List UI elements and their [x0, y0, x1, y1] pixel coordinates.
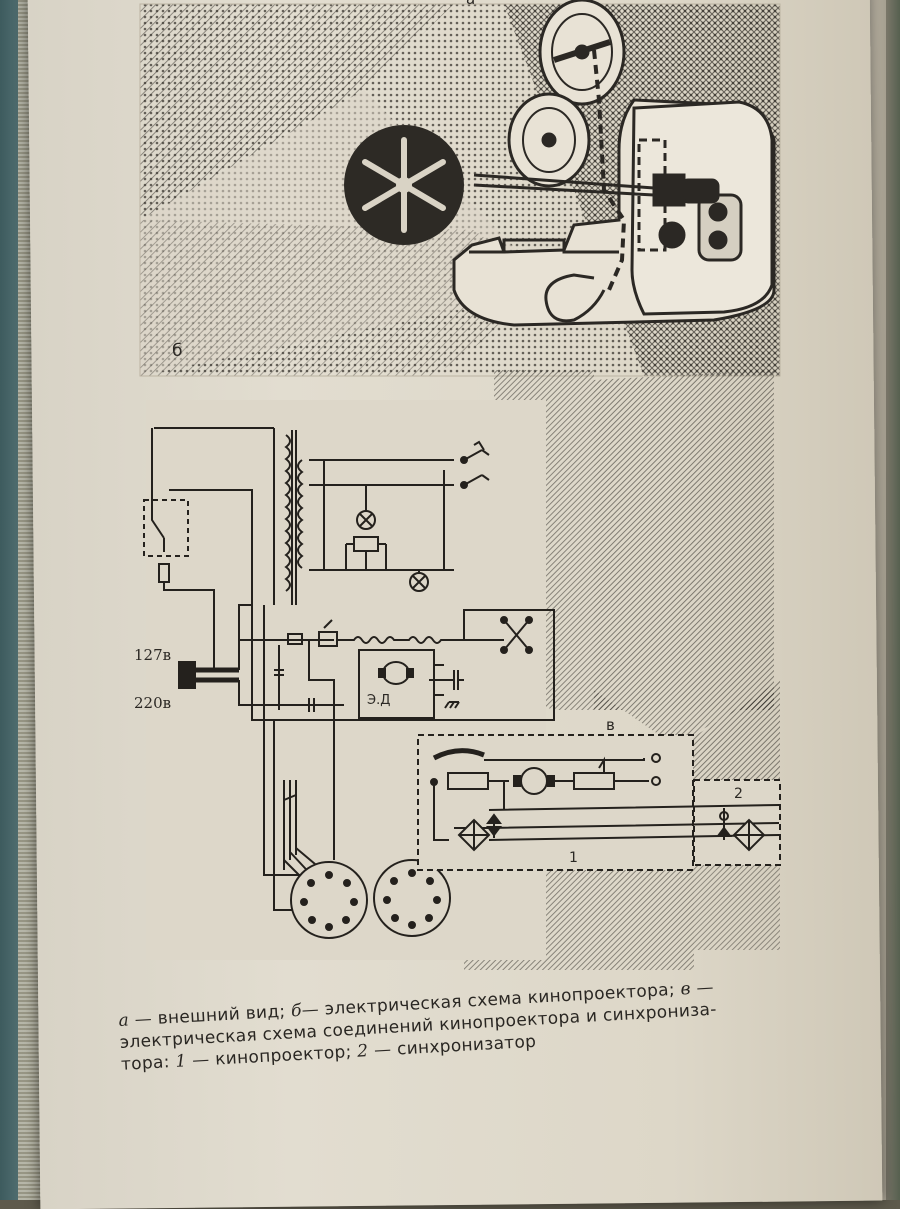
fuse-switch-box [143, 499, 189, 557]
panel-v-schematic: в 1 2 [417, 716, 781, 871]
electric-motor-icon [382, 661, 410, 685]
photo-sensor-2-icon [732, 818, 766, 852]
connector-socket-1-icon [290, 861, 368, 939]
projector-body-icon [630, 100, 774, 316]
panel-b-label: б [172, 341, 182, 361]
voltage-127-label: 127в [134, 646, 171, 664]
photo-sensor-1-icon [457, 818, 491, 852]
film-reel-screen-icon [344, 125, 464, 245]
unit-2-label: 2 [734, 786, 743, 802]
unit-1-label: 1 [569, 850, 578, 866]
terminal-2-icon [651, 776, 661, 786]
selector-switch-icon [460, 440, 490, 489]
projector-icon [452, 0, 776, 327]
panel-a-illustration: а б [139, 0, 781, 377]
panel-a-label: а [466, 0, 475, 8]
terminal-1-icon [651, 753, 661, 763]
transformer-secondary-coils [297, 459, 304, 569]
caption-line3-start: тора: [120, 1051, 176, 1075]
right-book-cover [886, 0, 900, 1200]
panel-b-schematic: 127в 220в Э.Д [134, 400, 555, 960]
motor-label: Э.Д [367, 693, 390, 708]
panel-v-label: в [606, 716, 615, 734]
lower-reel-icon [507, 92, 591, 188]
transformer-primary-coils [284, 434, 291, 592]
caption-v-text: — [690, 977, 715, 999]
reversing-switch-icon [500, 616, 533, 654]
background-hatching-regions [464, 370, 780, 970]
upper-reel-icon [538, 0, 626, 106]
voltage-220-label: 220в [134, 694, 171, 712]
motor-box [358, 649, 435, 719]
sync-motor-icon [520, 767, 548, 795]
motor-capacitor-icon [429, 664, 459, 696]
capacitor-1-icon [274, 645, 284, 710]
power-plug-icon [194, 667, 239, 683]
capacitor-2-icon [294, 698, 334, 712]
connector-socket-2-icon [373, 859, 451, 937]
figure-svg: а б [134, 0, 781, 970]
figure-projector-schematic: а б [34, 0, 876, 1205]
